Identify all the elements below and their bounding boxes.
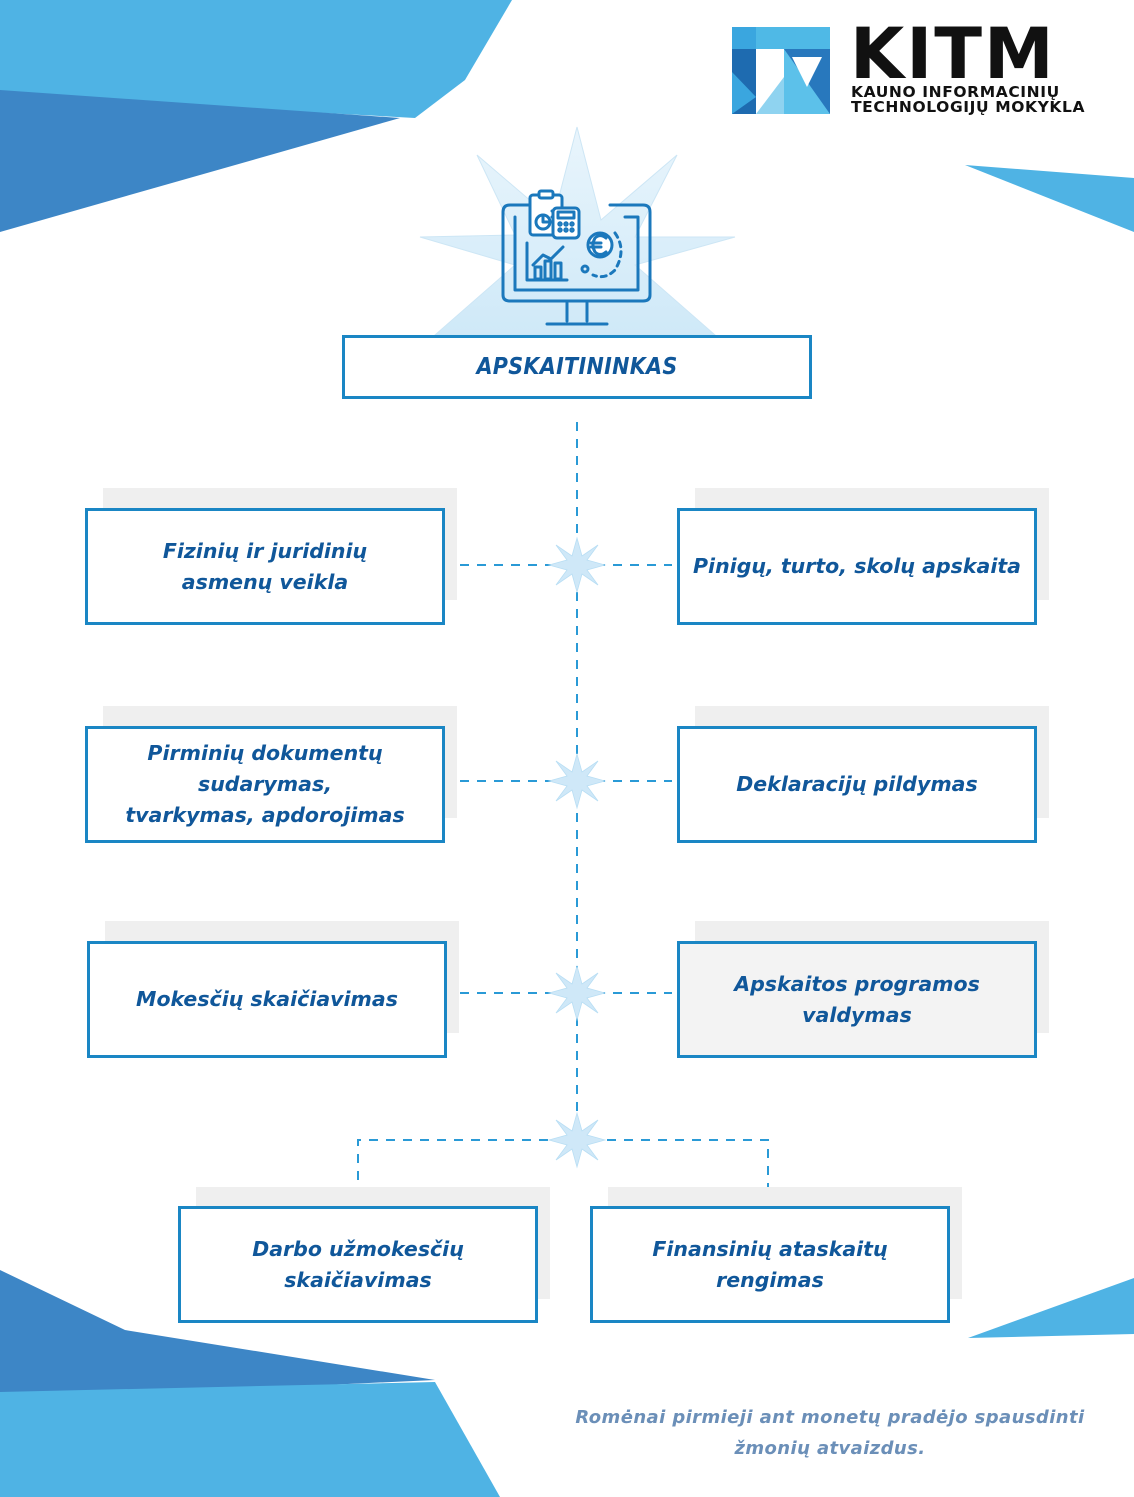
node-pinigu-turto-skolu-apskaita: Pinigų, turto, skolų apskaita — [677, 508, 1037, 625]
node-darbo-uzmokesciu-skaiciavimas: Darbo užmokesčių skaičiavimas — [178, 1206, 538, 1323]
node-label: Pinigų, turto, skolų apskaita — [693, 554, 1021, 578]
node-mokesciu-skaiciavimas: Mokesčių skaičiavimas — [87, 941, 447, 1058]
node-label: Mokesčių skaičiavimas — [136, 987, 398, 1011]
logo-subtitle-line2: TECHNOLOGIJŲ MOKYKLA — [851, 98, 1086, 116]
root-node-label: APSKAITININKAS — [476, 353, 678, 380]
node-label: Darbo užmokesčių skaičiavimas — [252, 1236, 464, 1292]
logo-wordmark: KITM — [850, 13, 1056, 95]
node-pirminiu-dokumentu: Pirminių dokumentų sudarymas, tvarkymas,… — [85, 726, 445, 843]
node-fiziniu-juridiniu-veikla: Fizinių ir juridinių asmenų veikla — [85, 508, 445, 625]
node-label: Apskaitos programos valdymas — [734, 971, 980, 1027]
node-label: Deklaracijų pildymas — [736, 772, 978, 796]
computer-accounting-icon — [419, 126, 736, 336]
node-label: Finansinių ataskaitų rengimas — [652, 1236, 888, 1292]
node-finansiniu-ataskaitu-rengimas: Finansinių ataskaitų rengimas — [590, 1206, 950, 1323]
node-deklaraciju-pildymas: Deklaracijų pildymas — [677, 726, 1037, 843]
footnote-fact: Romėnai pirmieji ant monetų pradėjo spau… — [575, 1407, 1085, 1459]
node-label: Pirminių dokumentų sudarymas, tvarkymas,… — [125, 741, 405, 827]
node-apskaitos-programos-valdymas: Apskaitos programos valdymas — [677, 941, 1037, 1058]
it-logo-icon — [732, 27, 830, 114]
node-label: Fizinių ir juridinių asmenų veikla — [162, 538, 368, 594]
root-node-apskaitininkas: APSKAITININKAS — [342, 335, 812, 399]
logo-subtitle-line1: KAUNO INFORMACINIŲ — [851, 83, 1060, 101]
